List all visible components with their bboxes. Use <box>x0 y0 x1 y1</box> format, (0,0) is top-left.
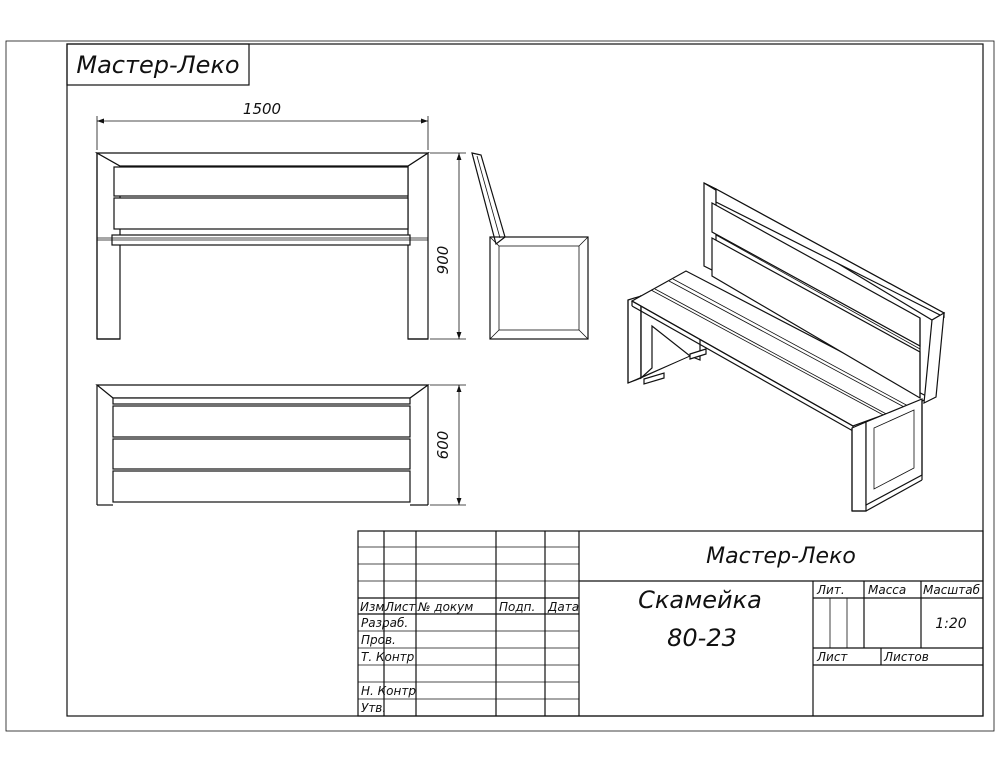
lit-label: Лит. <box>816 583 845 597</box>
height-dimension: 900 <box>430 152 466 340</box>
role-norm-control: Н. Контр <box>361 684 416 698</box>
role-approved: Утв. <box>361 701 386 715</box>
width-dimension: 1500 <box>96 100 429 150</box>
col-list: Лист <box>384 600 416 614</box>
sheet-outer-border <box>5 40 995 732</box>
role-checked: Пров. <box>361 633 396 647</box>
role-tech-control: Т. Контр <box>361 650 415 664</box>
sheets-label: Листов <box>883 650 929 664</box>
col-sign: Подп. <box>499 600 535 614</box>
company-name: Мастер-Леко <box>706 544 856 569</box>
top-view <box>95 384 430 506</box>
col-izm: Изм <box>360 600 384 614</box>
col-doc-num: № докум <box>417 600 473 614</box>
col-date: Дата <box>547 600 579 614</box>
mass-label: Масса <box>868 583 906 597</box>
width-dimension-label: 1500 <box>243 100 281 118</box>
scale-value: 1:20 <box>935 616 967 632</box>
depth-dimension: 600 <box>430 384 466 506</box>
side-view <box>471 152 589 340</box>
logo-text: Мастер-Леко <box>76 51 239 79</box>
depth-dimension-label: 600 <box>434 431 452 460</box>
product-name: Скамейка <box>638 586 762 614</box>
scale-label: Масштаб <box>923 583 981 597</box>
product-code: 80-23 <box>667 624 737 652</box>
sheet-label: Лист <box>816 650 848 664</box>
height-dimension-label: 900 <box>434 246 452 275</box>
title-block: Изм Лист № докум Подп. Дата Разраб. Пров… <box>357 530 984 717</box>
front-view <box>94 151 431 340</box>
logo-box: Мастер-Леко <box>66 43 250 86</box>
role-developer: Разраб. <box>361 616 408 630</box>
isometric-view <box>627 182 946 512</box>
